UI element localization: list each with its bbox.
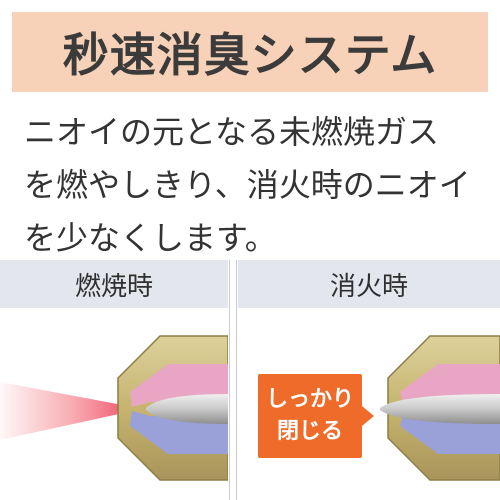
extinguishing-nozzle-illustration	[380, 335, 500, 481]
burning-nozzle-illustration	[0, 335, 228, 481]
burning-panel: 燃焼時	[0, 260, 228, 500]
panel-divider	[228, 260, 238, 500]
nozzle-needle-closed	[380, 394, 500, 424]
description: ニオイの元となる未燃焼ガス を燃やしきり、消火時のニオイ を少なくします。	[24, 106, 494, 265]
burning-panel-header: 燃焼時	[0, 260, 228, 308]
extinguishing-panel: 消火時 しっかり 閉じる	[238, 260, 500, 500]
page-title: 秒速消臭システム	[62, 28, 438, 82]
nozzle-needle	[146, 394, 228, 424]
description-line-2: を燃やしきり、消火時のニオイ	[24, 166, 471, 204]
title-banner: 秒速消臭システム	[12, 12, 488, 92]
callout-line-2: 閉じる	[276, 419, 343, 444]
extinguishing-panel-header: 消火時	[238, 260, 500, 308]
closed-callout: しっかり 閉じる	[258, 374, 362, 458]
callout-arrow-icon	[362, 406, 374, 426]
description-line-3: を少なくします。	[24, 219, 277, 257]
flame-cone	[0, 382, 128, 440]
description-line-1: ニオイの元となる未燃焼ガス	[24, 113, 440, 151]
callout-line-1: しっかり	[265, 387, 354, 412]
